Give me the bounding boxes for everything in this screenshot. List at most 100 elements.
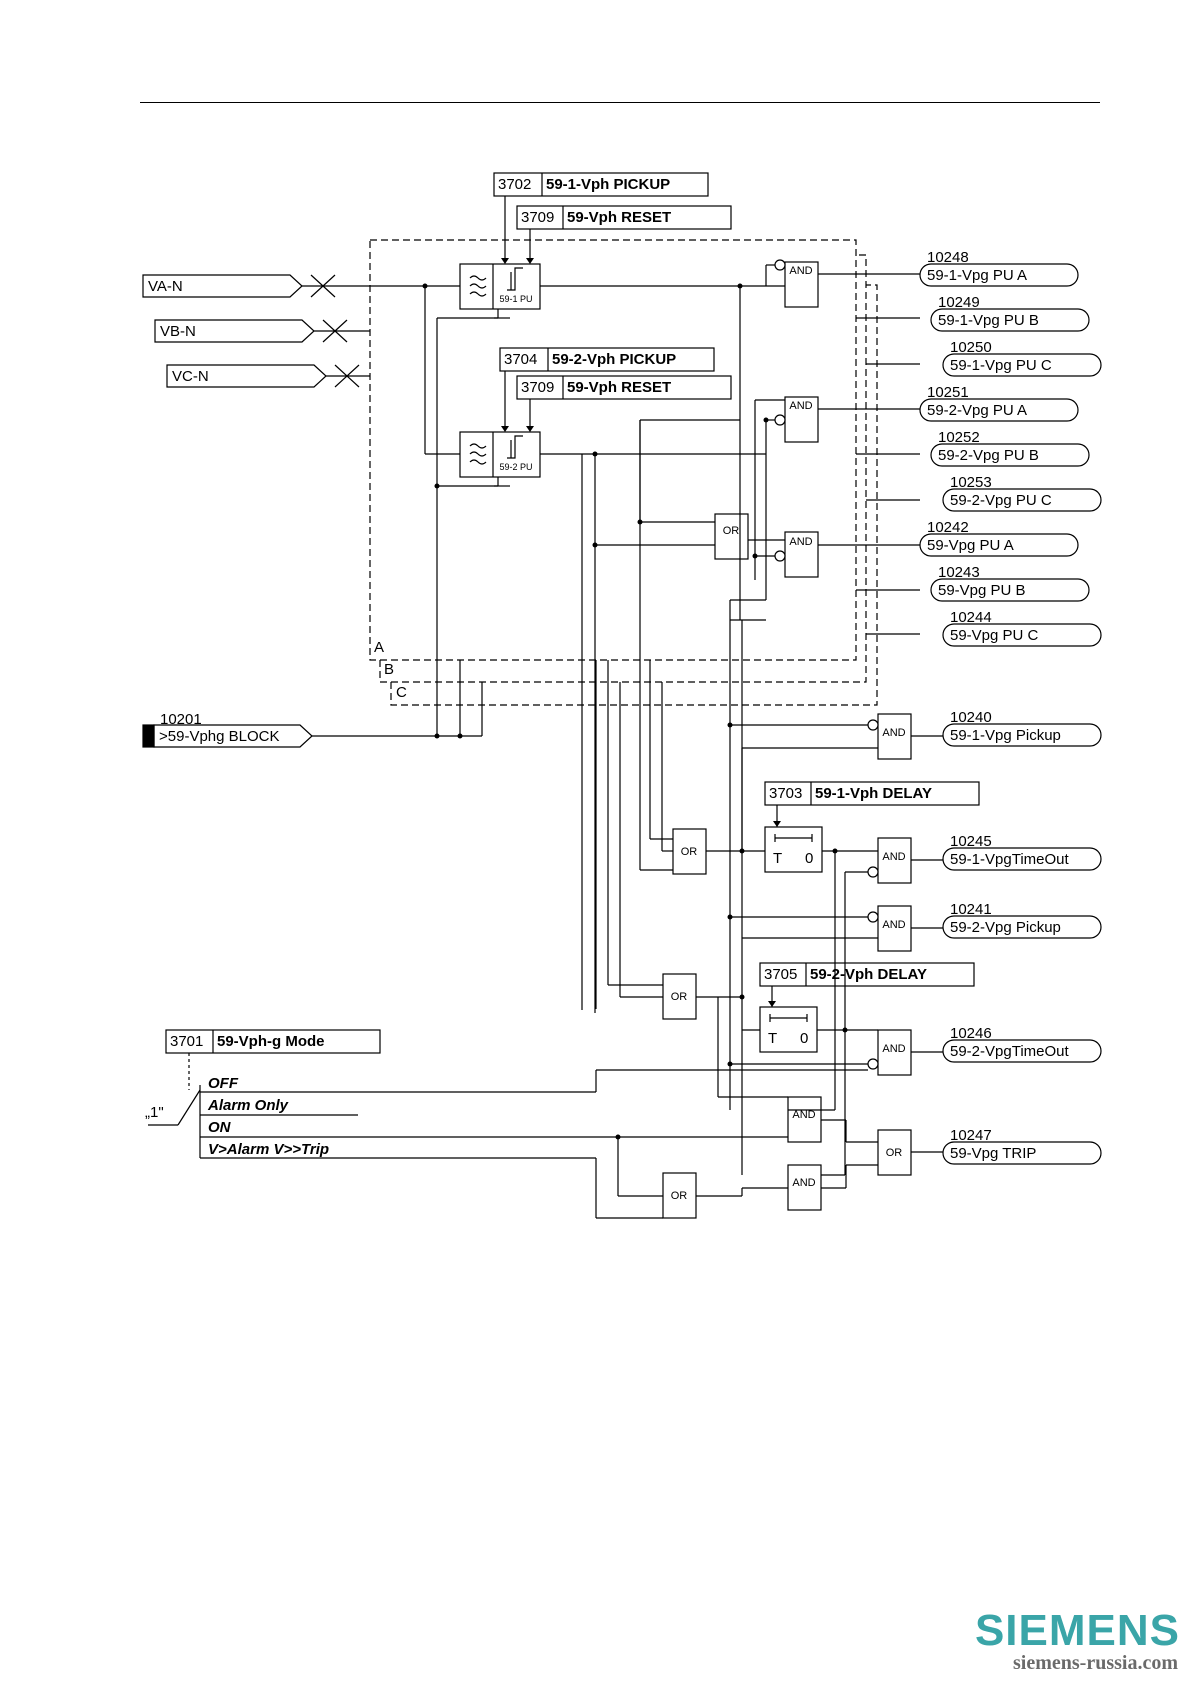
output-label: 59-2-Vpg PU A — [927, 402, 1027, 419]
input-va-label: VA-N — [148, 278, 183, 295]
output-number: 10250 — [950, 339, 992, 356]
param-3703-box — [764, 781, 980, 806]
or-gate-pu-a — [714, 513, 749, 560]
or-label: OR — [681, 846, 698, 858]
input-vb-label: VB-N — [160, 323, 196, 340]
and-label: AND — [882, 1043, 905, 1055]
input-vc-label: VC-N — [172, 368, 209, 385]
output-label: 59-2-Vpg Pickup — [950, 919, 1061, 936]
output-number: 10253 — [950, 474, 992, 491]
phase-b-label: B — [384, 661, 394, 678]
param-3709b-no: 3709 — [521, 379, 554, 396]
and-label: AND — [792, 1109, 815, 1121]
param-3709a-name: 59-Vph RESET — [567, 209, 671, 226]
timer-2-t: T — [768, 1030, 777, 1047]
and-label: AND — [789, 265, 812, 277]
output-label: 59-Vpg PU A — [927, 537, 1014, 554]
param-3703-name: 59-1-Vph DELAY — [815, 785, 932, 802]
input-vb-box — [154, 319, 315, 343]
output-label: 59-1-Vpg Pickup — [950, 727, 1061, 744]
header-rule — [140, 102, 1100, 103]
phase-c-label: C — [396, 684, 407, 701]
param-3701-no: 3701 — [170, 1033, 203, 1050]
block-input-marker — [142, 724, 155, 748]
mode-trip: V>Alarm V>>Trip — [208, 1141, 329, 1158]
filter-icon — [469, 443, 487, 465]
filter-icon — [469, 275, 487, 297]
param-3709a-no: 3709 — [521, 209, 554, 226]
input-va-box — [142, 274, 303, 298]
output-number: 10249 — [938, 294, 980, 311]
param-3702-no: 3702 — [498, 176, 531, 193]
site-watermark: siemens-russia.com — [1013, 1652, 1178, 1674]
output-label: 59-Vpg PU C — [950, 627, 1039, 644]
mode-on: ON — [208, 1119, 232, 1136]
param-3701-name: 59-Vph-g Mode — [217, 1033, 325, 1050]
mode-alarm-only: Alarm Only — [207, 1097, 289, 1114]
pu2-label: 59-2 PU — [499, 462, 532, 472]
block-number: 10201 — [160, 711, 202, 728]
block-label: >59-Vphg BLOCK — [159, 728, 280, 745]
output-label: 59-1-Vpg PU A — [927, 267, 1027, 284]
and-label: AND — [882, 727, 905, 739]
param-3701-box — [165, 1029, 381, 1054]
frame-phase-c — [390, 284, 878, 706]
frame-phase-a — [369, 239, 857, 661]
output-number: 10251 — [927, 384, 969, 401]
output-number: 10246 — [950, 1025, 992, 1042]
input-vc-box — [166, 364, 327, 388]
timer-2-zero: 0 — [800, 1030, 808, 1047]
output-label: 59-2-Vpg PU B — [938, 447, 1039, 464]
param-3702-box — [493, 172, 709, 197]
output-number: 10241 — [950, 901, 992, 918]
and-label: AND — [789, 400, 812, 412]
or-label: OR — [886, 1147, 903, 1159]
or-label: OR — [671, 991, 688, 1003]
timer-1-t: T — [773, 850, 782, 867]
hysteresis-icon — [507, 435, 523, 459]
param-3704-box — [499, 347, 715, 372]
mode-off: OFF — [208, 1075, 239, 1092]
output-label: 59-Vpg PU B — [938, 582, 1026, 599]
output-number: 10243 — [938, 564, 980, 581]
or-label: OR — [671, 1190, 688, 1202]
param-3704-no: 3704 — [504, 351, 537, 368]
param-3709b-box — [516, 375, 732, 400]
or-label: OR — [723, 525, 740, 537]
param-3703-no: 3703 — [769, 785, 802, 802]
junction-dots — [422, 283, 848, 1140]
and-label: AND — [792, 1177, 815, 1189]
output-label: 59-1-Vpg PU B — [938, 312, 1039, 329]
timer-59-1 — [764, 826, 823, 873]
output-number: 10242 — [927, 519, 969, 536]
and-gate-pu1-a — [784, 261, 819, 308]
output-pills — [919, 263, 1102, 1165]
hysteresis-icon — [507, 267, 523, 291]
block-input-box — [153, 724, 313, 748]
output-number: 10244 — [950, 609, 992, 626]
frame-phase-b — [379, 254, 867, 683]
phase-a-label: A — [374, 639, 384, 656]
output-number: 10247 — [950, 1127, 992, 1144]
output-number: 10245 — [950, 833, 992, 850]
output-label: 59-2-VpgTimeOut — [950, 1043, 1069, 1060]
output-label: 59-1-VpgTimeOut — [950, 851, 1069, 868]
param-3702-name: 59-1-Vph PICKUP — [546, 176, 670, 193]
and-label: AND — [882, 851, 905, 863]
output-number: 10240 — [950, 709, 992, 726]
pu1-label: 59-1 PU — [499, 294, 532, 304]
param-3709b-name: 59-Vph RESET — [567, 379, 671, 396]
timer-1-zero: 0 — [805, 850, 813, 867]
output-number: 10252 — [938, 429, 980, 446]
siemens-logo: SIEMENS — [974, 1606, 1180, 1655]
output-label: 59-Vpg TRIP — [950, 1145, 1036, 1162]
output-number: 10248 — [927, 249, 969, 266]
param-3705-name: 59-2-Vph DELAY — [810, 966, 927, 983]
param-3705-box — [759, 962, 975, 987]
and-label: AND — [789, 536, 812, 548]
param-3709a-box — [516, 205, 732, 230]
param-3704-name: 59-2-Vph PICKUP — [552, 351, 676, 368]
and-label: AND — [882, 919, 905, 931]
